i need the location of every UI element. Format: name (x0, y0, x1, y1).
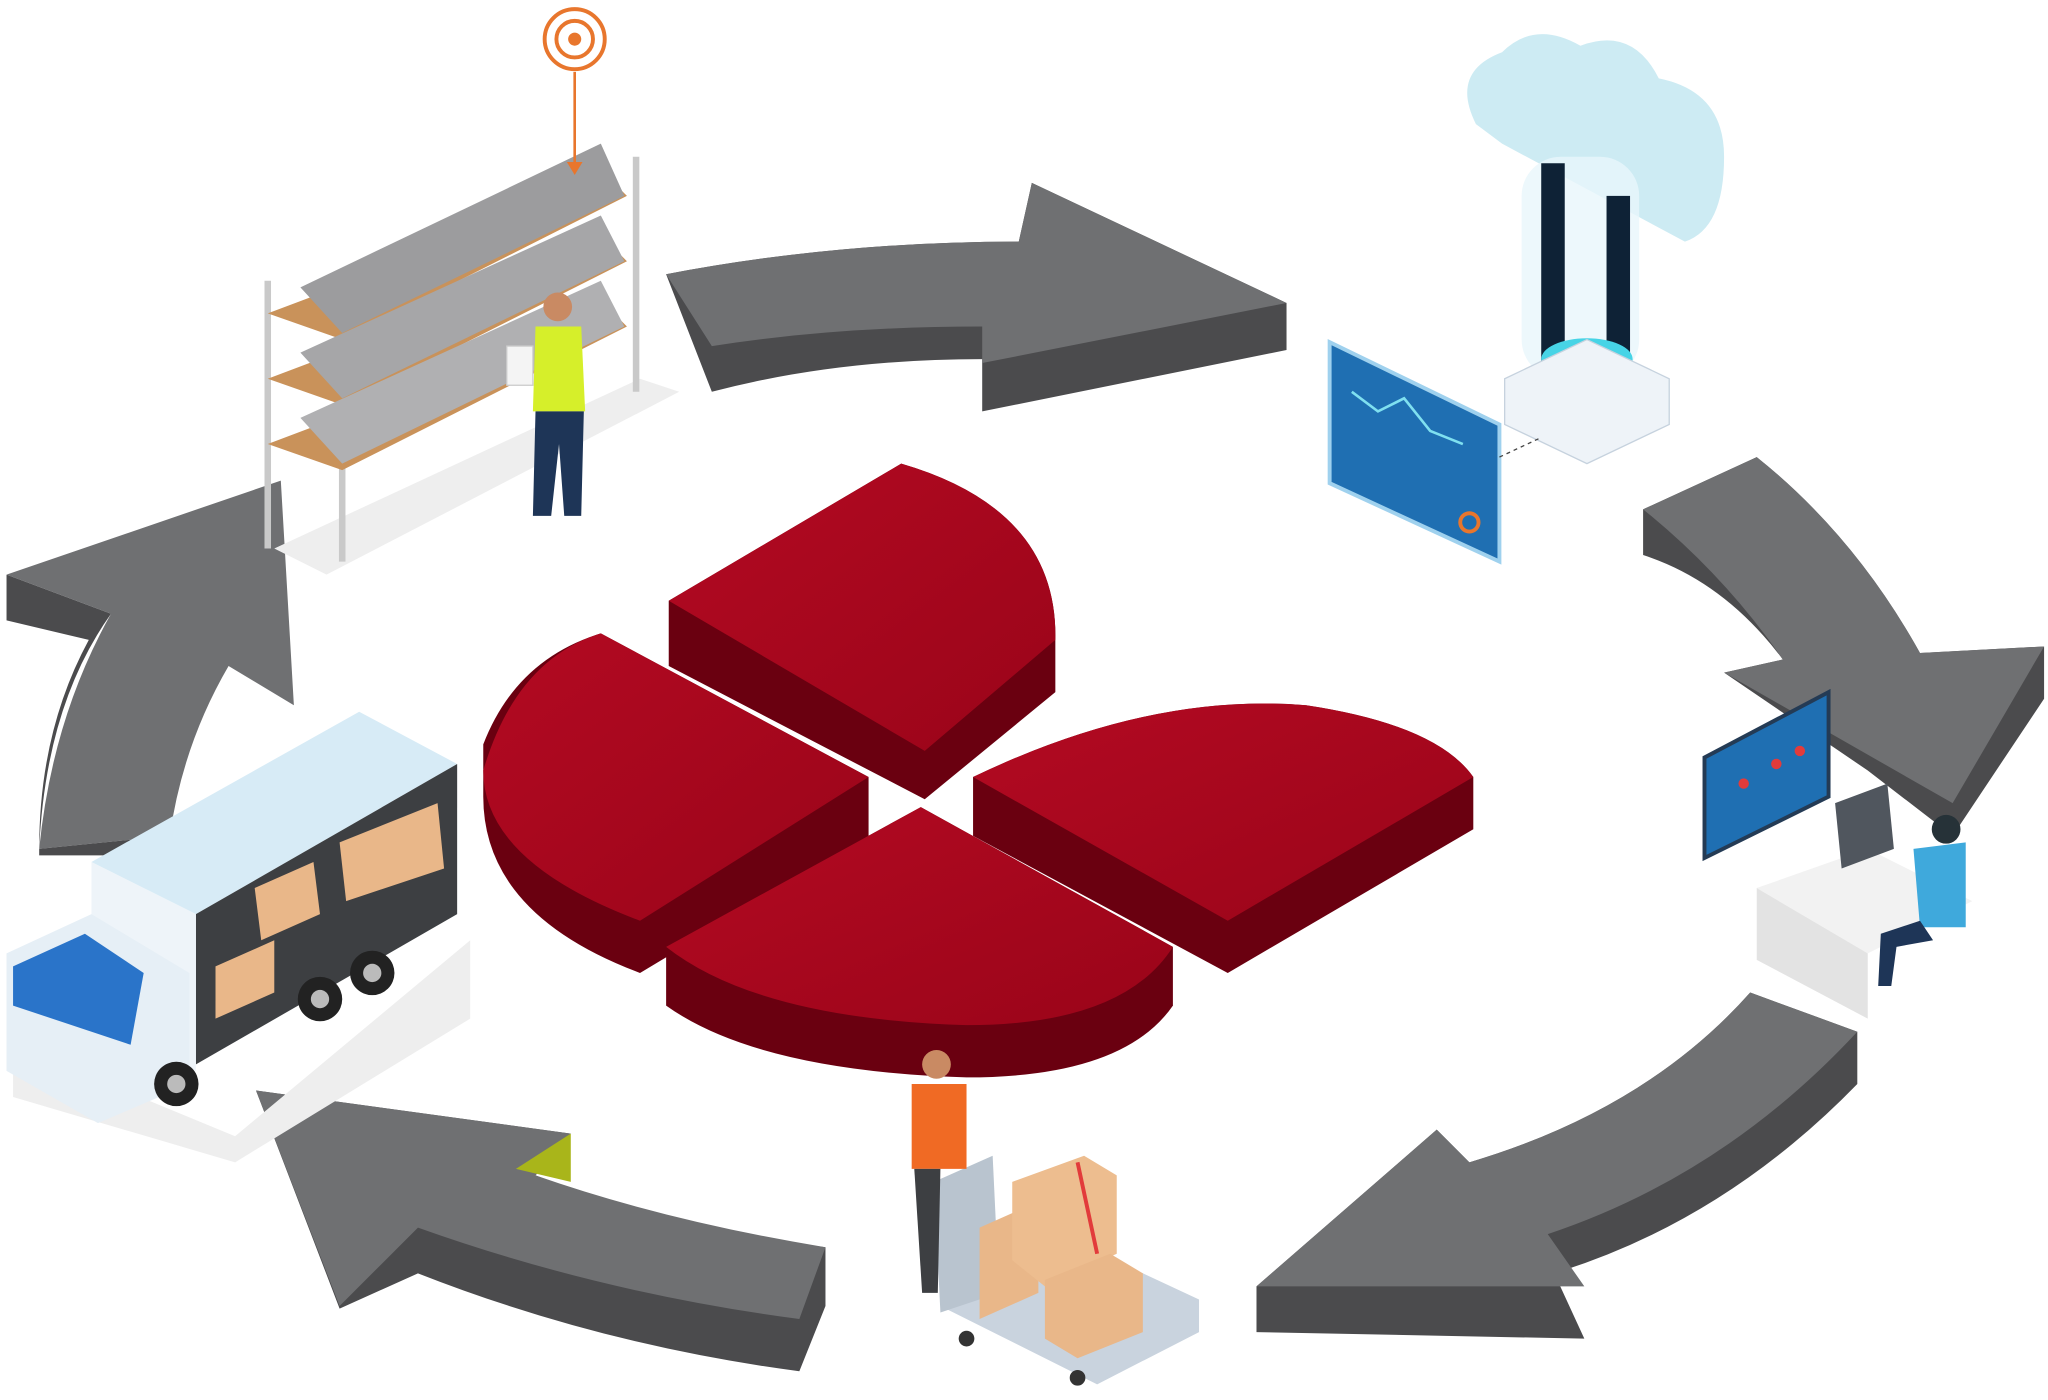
logo-petal-right (973, 703, 1474, 973)
rfid-signal-icon (542, 7, 607, 175)
hand-trolley-icon (933, 1155, 1200, 1386)
central-logo (483, 463, 1474, 1078)
warehouse-worker (506, 292, 586, 516)
dashboard-screen-icon (1327, 339, 1542, 565)
cycle-arrow-bottom-right (1256, 992, 1858, 1339)
trolley-worker (911, 1050, 967, 1293)
logo-petal-left (483, 633, 869, 973)
cycle-arrow-bottom-left (256, 1090, 826, 1372)
warehouse-shelf-icon (264, 143, 680, 575)
logo-petal-bottom (666, 807, 1173, 1078)
cycle-arrow-right (1643, 457, 2045, 836)
delivery-truck-icon (6, 711, 471, 1163)
cycle-arrow-top (666, 182, 1287, 412)
desk-operator (1756, 783, 1973, 1019)
logo-petal-top (668, 463, 1056, 800)
cloud-server-icon (1467, 34, 1725, 465)
world-map-screen-icon (1702, 688, 1831, 862)
